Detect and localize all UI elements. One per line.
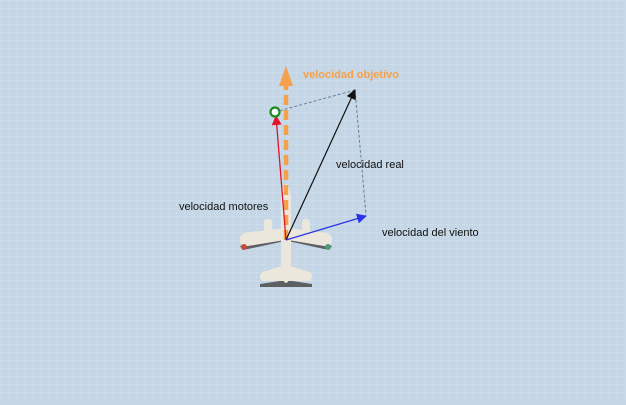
right-wingtip-light [325,244,331,250]
actual-velocity-vector [285,89,356,241]
construction-line-right [354,89,367,216]
target-velocity-arrowhead [279,66,293,86]
motor-velocity-vector [271,115,287,241]
left-engine [264,219,272,234]
wind-velocity-vector [285,213,367,241]
construction-line-top [274,89,356,113]
motor-velocity-label: velocidad motores [179,201,269,213]
right-wing [288,228,333,247]
airplane-icon [239,184,333,287]
target-ring-icon [269,106,281,118]
target-velocity-label: velocidad objetivo [303,69,399,81]
actual-velocity-label: velocidad real [336,159,404,171]
wind-velocity-label: velocidad del viento [382,227,479,239]
left-wingtip-light [241,244,247,250]
left-wing [239,228,285,247]
right-engine [302,219,310,234]
